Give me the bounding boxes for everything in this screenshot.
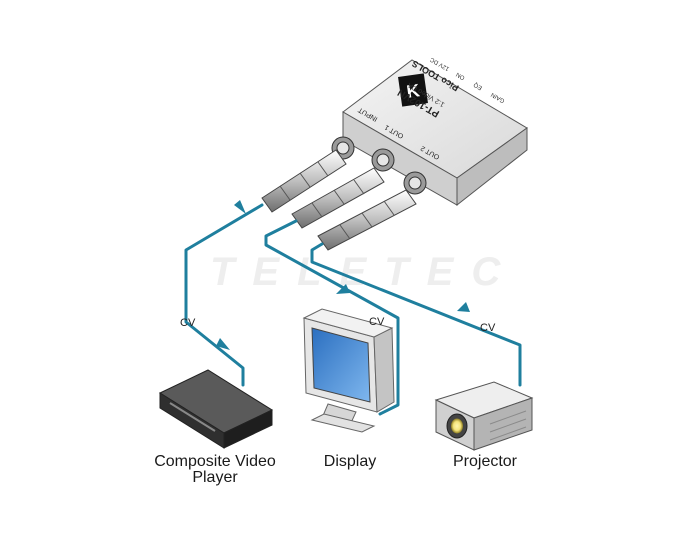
lens-icon <box>451 418 463 434</box>
label-projector: Projector <box>452 453 518 470</box>
bnc-plug-out1 <box>291 167 385 229</box>
top-label-eq: EQ <box>473 81 484 91</box>
kramer-logo-icon <box>398 73 428 107</box>
bnc-socket-out1 <box>371 148 395 172</box>
display-monitor <box>302 308 395 433</box>
arrow-icon <box>336 284 350 294</box>
top-label-gain: GAIN <box>490 91 506 104</box>
composite-video-player <box>158 369 274 449</box>
arrow-icon <box>216 338 230 350</box>
projector <box>434 381 534 451</box>
label-composite-video-player: Composite Video Player <box>154 453 276 486</box>
arrow-icon <box>457 302 470 312</box>
top-label-on: ON <box>455 71 466 81</box>
bnc-socket-out2 <box>403 171 427 195</box>
distribution-amplifier: K PT-102VN 1:2 Video DA Pico TOOLS GAIN … <box>331 55 528 207</box>
cable-out2-to-projector <box>310 242 522 387</box>
display-screen <box>311 327 371 403</box>
watermark: TELETEC <box>210 250 519 294</box>
signal-label-cv-projector: CV <box>480 322 496 334</box>
bnc-plug-out2 <box>317 189 417 251</box>
signal-label-cv-source: CV <box>180 317 196 329</box>
arrow-icon <box>234 200 246 214</box>
signal-label-cv-display: CV <box>369 316 385 328</box>
bnc-plug-input <box>261 149 347 213</box>
label-display: Display <box>323 453 377 470</box>
logo-letter: K <box>405 80 421 102</box>
cable-out1-to-display <box>264 219 400 416</box>
cable-source-to-input <box>184 203 264 387</box>
